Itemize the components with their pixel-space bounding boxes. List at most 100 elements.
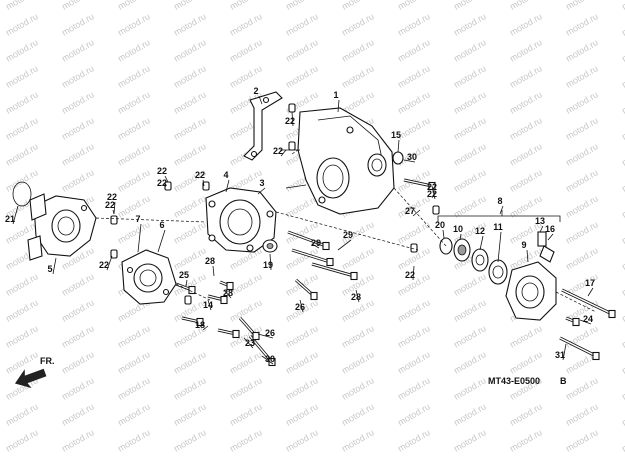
watermark-text: motod.ru — [508, 37, 544, 63]
callout-number: 22 — [427, 182, 437, 192]
watermark-text: motod.ru — [172, 427, 208, 453]
watermark-text: motod.ru — [396, 375, 432, 401]
watermark-text: motod.ru — [116, 37, 152, 63]
callout-number: 22 — [427, 189, 437, 199]
alignment-lines — [95, 149, 597, 313]
callout-number: 31 — [555, 350, 565, 360]
bolt-head — [226, 281, 234, 291]
watermark-text: motod.ru — [452, 427, 488, 453]
callout-number: 20 — [435, 220, 445, 230]
dowel-pin — [288, 103, 296, 113]
watermark-text: motod.ru — [340, 401, 376, 427]
watermark-text: motod.ru — [452, 349, 488, 375]
callout-leader — [202, 179, 205, 187]
watermark-text: motod.ru — [116, 401, 152, 427]
callout-leader — [403, 159, 416, 163]
watermark-text: motod.ru — [4, 0, 40, 12]
callout-leader — [412, 265, 415, 281]
bolt-head — [322, 241, 330, 251]
watermark-text: motod.ru — [228, 0, 264, 12]
callout-number: 17 — [585, 278, 595, 288]
watermark-text: motod.ru — [60, 271, 96, 297]
callout-leader — [106, 255, 113, 271]
watermark-text: motod.ru — [60, 37, 96, 63]
callout-leader — [261, 355, 274, 365]
callout-leader — [269, 253, 272, 271]
watermark-text: motod.ru — [508, 0, 544, 12]
watermark-text: motod.ru — [564, 427, 600, 453]
diagram-code-text: MT43-E0500 — [488, 376, 540, 386]
watermark-text: motod.ru — [60, 323, 96, 349]
watermark-text: motod.ru — [284, 375, 320, 401]
callout-leader — [157, 229, 166, 253]
callout-leader — [587, 287, 594, 297]
callout-number: 21 — [5, 214, 15, 224]
watermark-text: motod.ru — [564, 219, 600, 245]
watermark-text: motod.ru — [60, 427, 96, 453]
watermark-text: motod.ru — [228, 349, 264, 375]
watermark-text: motod.ru — [564, 37, 600, 63]
callout-number: 2 — [253, 86, 258, 96]
watermark-text: motod.ru — [4, 271, 40, 297]
watermark-text: motod.ru — [452, 115, 488, 141]
bolt-shaft-highlight — [311, 263, 355, 277]
callout-leader — [164, 175, 169, 183]
diagram-code: MT43-E0500 B — [488, 376, 567, 386]
watermark-text: motod.ru — [620, 89, 625, 115]
watermark-text: motod.ru — [172, 141, 208, 167]
bolt-shaft-highlight — [291, 249, 331, 263]
dowel-pin — [410, 243, 418, 253]
callout-leader — [497, 231, 502, 263]
watermark-text: motod.ru — [620, 219, 625, 245]
callout-number: 29 — [311, 238, 321, 248]
watermark-text: motod.ru — [340, 63, 376, 89]
watermark-text: motod.ru — [4, 297, 40, 323]
watermark-text: motod.ru — [620, 245, 625, 271]
dowel-pin — [184, 295, 192, 305]
watermark-text: motod.ru — [396, 427, 432, 453]
watermark-text: motod.ru — [340, 427, 376, 453]
callout-leader — [311, 243, 320, 249]
watermark-text: motod.ru — [4, 401, 40, 427]
part-3-pump-body — [205, 187, 277, 253]
callout-leader — [579, 319, 592, 325]
watermark-text: motod.ru — [396, 219, 432, 245]
callout-leader — [225, 179, 230, 193]
callout-number: 27 — [405, 206, 415, 216]
watermark-text: motod.ru — [284, 63, 320, 89]
watermark-text: motod.ru — [116, 219, 152, 245]
callout-number: 30 — [265, 354, 275, 364]
watermark-text: motod.ru — [508, 349, 544, 375]
callout-number: 7 — [135, 214, 140, 224]
callout-leader — [164, 183, 167, 189]
callout-number: 8 — [497, 196, 502, 206]
part-5-outlet — [27, 193, 97, 261]
watermark-text: motod.ru — [564, 245, 600, 271]
bolt-head — [592, 351, 600, 361]
callout-number: 26 — [295, 302, 305, 312]
watermark-text: motod.ru — [396, 401, 432, 427]
watermark-text: motod.ru — [452, 375, 488, 401]
watermark-text: motod.ru — [172, 115, 208, 141]
bolt-shaft-highlight — [403, 179, 433, 187]
watermark-text: motod.ru — [228, 427, 264, 453]
callout-leader — [212, 265, 215, 277]
callout-number: 24 — [583, 314, 593, 324]
watermark-text: motod.ru — [620, 141, 625, 167]
watermark-text: motod.ru — [396, 349, 432, 375]
watermark-text: motod.ru — [284, 11, 320, 37]
watermark-text: motod.ru — [396, 323, 432, 349]
watermark-text: motod.ru — [116, 375, 152, 401]
watermark-text: motod.ru — [452, 271, 488, 297]
part-21-o-ring — [12, 181, 32, 207]
watermark-text: motod.ru — [172, 11, 208, 37]
watermark-text: motod.ru — [620, 0, 625, 12]
callout-leader — [185, 279, 188, 287]
watermark-text: motod.ru — [4, 323, 40, 349]
callout-number: 22 — [273, 146, 283, 156]
part-15-clip — [392, 151, 404, 165]
watermark-text: motod.ru — [564, 0, 600, 12]
bolt-shaft-highlight — [287, 231, 327, 247]
bolt-head — [310, 291, 318, 301]
